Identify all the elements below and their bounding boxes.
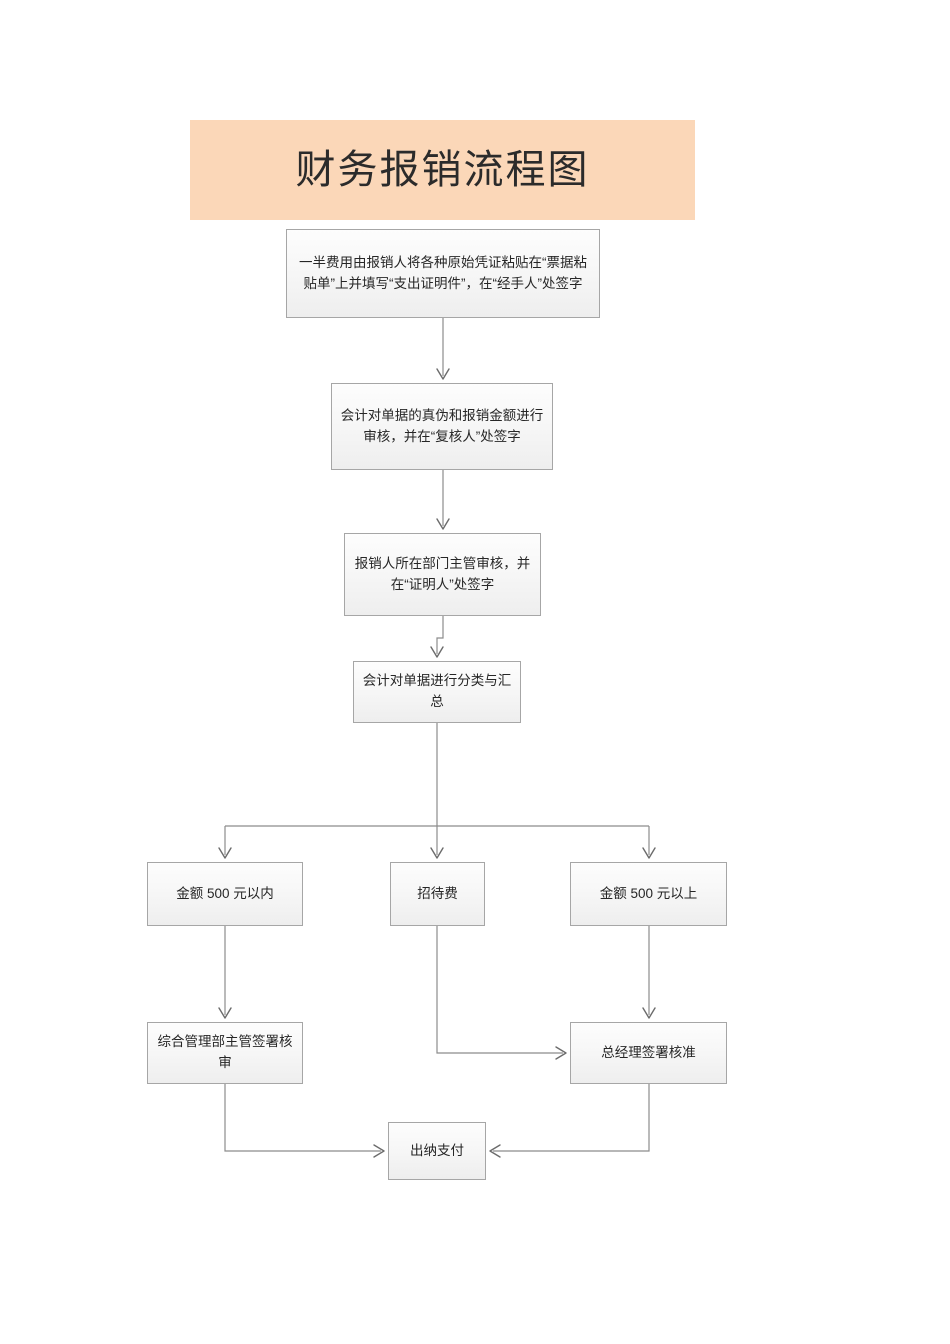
node-label: 金额 500 元以内 — [176, 885, 274, 901]
edge-classify-split-bus — [218, 723, 656, 859]
node-label: 总经理签署核准 — [601, 1044, 696, 1060]
title-banner: 财务报销流程图 — [190, 120, 695, 220]
process-node-accounting-review[interactable]: 会计对单据的真伪和报销金额进行审核，并在“复核人”处签字 — [331, 383, 553, 470]
node-label: 综合管理部主管签署核审 — [157, 1034, 293, 1070]
node-label: 会计对单据的真伪和报销金额进行审核，并在“复核人”处签字 — [340, 407, 544, 444]
node-label: 会计对单据进行分类与汇总 — [362, 673, 512, 709]
process-node-cashier-payment[interactable]: 出纳支付 — [388, 1122, 486, 1180]
edge-gm-to-cashier — [489, 1084, 650, 1158]
decision-node-amount-under-500[interactable]: 金额 500 元以内 — [147, 862, 303, 926]
process-node-department-manager-review[interactable]: 报销人所在部门主管审核，并在“证明人”处签字 — [344, 533, 541, 616]
decision-node-amount-over-500[interactable]: 金额 500 元以上 — [570, 862, 727, 926]
node-label: 金额 500 元以上 — [599, 885, 698, 901]
edge-under500-to-admin — [218, 926, 232, 1019]
edge-hosting-to-gm — [436, 926, 567, 1060]
edge-paste-to-accounting — [436, 318, 450, 380]
decision-node-hosting-expense[interactable]: 招待费 — [390, 862, 485, 926]
process-node-classify-and-summarize[interactable]: 会计对单据进行分类与汇总 — [353, 661, 521, 723]
edge-over500-to-gm — [642, 926, 656, 1019]
process-node-admin-department-approval[interactable]: 综合管理部主管签署核审 — [147, 1022, 303, 1084]
edge-dept-to-classify — [430, 616, 444, 658]
node-label: 一半费用由报销人将各种原始凭证粘贴在“票据粘贴单”上并填写“支出证明件”，在“经… — [299, 254, 587, 291]
node-label: 招待费 — [417, 885, 458, 901]
process-node-general-manager-approval[interactable]: 总经理签署核准 — [570, 1022, 727, 1084]
node-label: 出纳支付 — [410, 1142, 464, 1158]
edge-accounting-to-dept — [436, 470, 450, 530]
edge-admin-to-cashier — [224, 1084, 385, 1158]
node-label: 报销人所在部门主管审核，并在“证明人”处签字 — [354, 555, 531, 592]
process-node-paste-receipts[interactable]: 一半费用由报销人将各种原始凭证粘贴在“票据粘贴单”上并填写“支出证明件”，在“经… — [286, 229, 600, 318]
page-title: 财务报销流程图 — [295, 148, 590, 192]
